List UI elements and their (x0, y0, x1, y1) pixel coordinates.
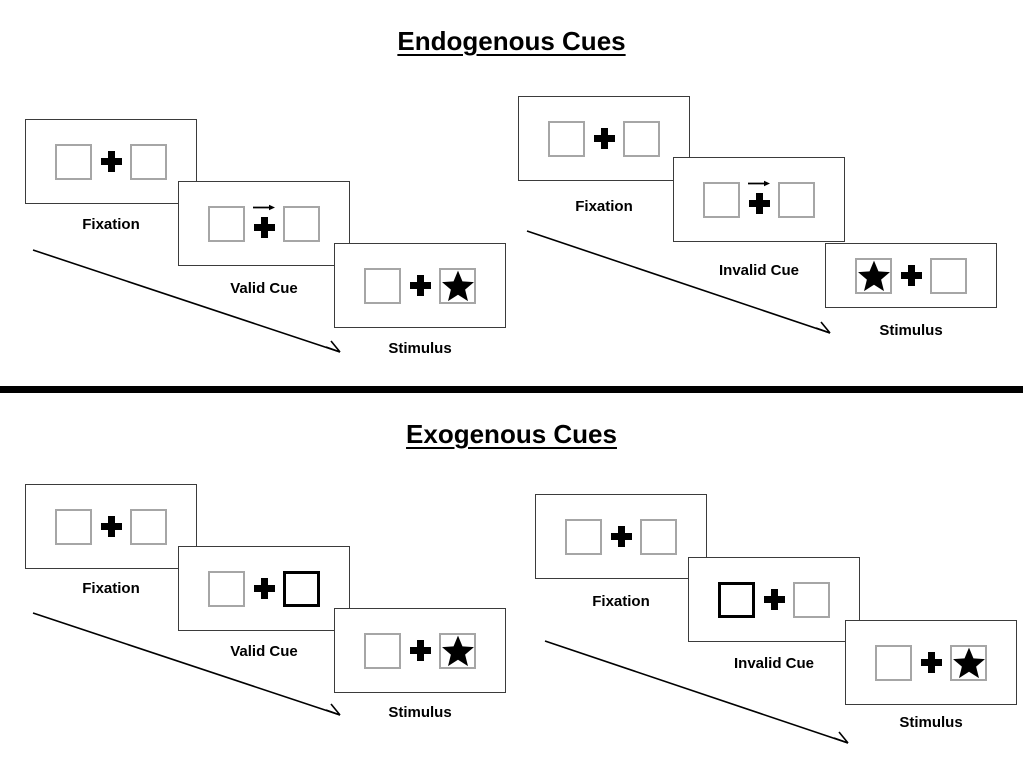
fixation-area (245, 569, 283, 609)
arrow-right-icon (252, 203, 276, 212)
caption-endogenous-invalid-fixation: Fixation (575, 198, 633, 215)
placeholder-box-left (875, 644, 912, 681)
placeholder-box-left (565, 518, 602, 555)
trial-frame-exogenous-invalid-fixation[interactable] (535, 494, 707, 579)
trial-frame-exogenous-valid-stimulus[interactable] (334, 608, 506, 693)
caption-endogenous-invalid-cue: Invalid Cue (718, 262, 800, 279)
placeholder-box-left (364, 267, 401, 304)
fixation-area (755, 580, 793, 620)
caption-exogenous-valid-cue: Valid Cue (230, 643, 298, 660)
fixation-area (245, 204, 283, 244)
trial-frame-exogenous-invalid-stimulus[interactable] (845, 620, 1017, 705)
placeholder-box-left (208, 205, 245, 242)
trial-frame-exogenous-valid-cue[interactable] (178, 546, 350, 631)
arrow-right-icon (747, 179, 771, 188)
placeholder-box-left (364, 632, 401, 669)
trial-frame-endogenous-invalid-cue[interactable] (673, 157, 845, 242)
frame-content (703, 180, 815, 220)
placeholder-box-right (439, 632, 476, 669)
placeholder-box-right (439, 267, 476, 304)
frame-content (208, 204, 320, 244)
placeholder-box-left (548, 120, 585, 157)
placeholder-box-left (55, 508, 92, 545)
plus-cross-icon (610, 526, 632, 547)
fixation-area (401, 631, 439, 671)
star-icon (441, 634, 475, 668)
caption-exogenous-invalid-cue: Invalid Cue (733, 655, 815, 672)
frame-content (718, 580, 830, 620)
cued-box-left (718, 581, 755, 618)
caption-exogenous-valid-stimulus: Stimulus (388, 704, 452, 721)
plus-cross-icon (409, 640, 431, 661)
trial-frame-exogenous-valid-fixation[interactable] (25, 484, 197, 569)
frame-content (855, 256, 967, 296)
placeholder-box-right (130, 508, 167, 545)
frame-content (548, 119, 660, 159)
trial-frame-endogenous-valid-cue[interactable] (178, 181, 350, 266)
trial-frame-exogenous-invalid-cue[interactable] (688, 557, 860, 642)
plus-cross-icon (920, 652, 942, 673)
placeholder-box-left (208, 570, 245, 607)
star-icon (952, 646, 986, 680)
caption-endogenous-valid-stimulus: Stimulus (388, 340, 452, 357)
star-icon (441, 269, 475, 303)
placeholder-box-right (623, 120, 660, 157)
plus-cross-icon (748, 193, 770, 214)
frame-content (364, 266, 476, 306)
frame-content (55, 507, 167, 547)
caption-endogenous-valid-cue: Valid Cue (230, 280, 298, 297)
plus-cross-icon (593, 128, 615, 149)
fixation-area (92, 142, 130, 182)
frame-content (875, 643, 987, 683)
star-icon (857, 259, 891, 293)
frame-content (565, 517, 677, 557)
caption-exogenous-valid-fixation: Fixation (82, 580, 140, 597)
fixation-area (892, 256, 930, 296)
plus-cross-icon (100, 151, 122, 172)
trial-frame-endogenous-invalid-stimulus[interactable] (825, 243, 997, 308)
frame-content (364, 631, 476, 671)
fixation-area (912, 643, 950, 683)
caption-exogenous-invalid-stimulus: Stimulus (899, 714, 963, 731)
placeholder-box-right (930, 257, 967, 294)
plus-cross-icon (900, 265, 922, 286)
fixation-area (602, 517, 640, 557)
cued-box-right (283, 570, 320, 607)
fixation-area (585, 119, 623, 159)
trial-frame-endogenous-invalid-fixation[interactable] (518, 96, 690, 181)
placeholder-box-right (130, 143, 167, 180)
fixation-area (740, 180, 778, 220)
plus-cross-icon (253, 217, 275, 238)
section-divider (0, 386, 1023, 393)
frame-content (55, 142, 167, 182)
fixation-area (401, 266, 439, 306)
trial-frame-endogenous-valid-stimulus[interactable] (334, 243, 506, 328)
placeholder-box-left (855, 257, 892, 294)
caption-endogenous-invalid-stimulus: Stimulus (879, 322, 943, 339)
placeholder-box-right (640, 518, 677, 555)
plus-cross-icon (253, 578, 275, 599)
plus-cross-icon (409, 275, 431, 296)
plus-cross-icon (763, 589, 785, 610)
placeholder-box-left (703, 181, 740, 218)
section-title-exogenous: Exogenous Cues (406, 419, 617, 449)
placeholder-box-right (778, 181, 815, 218)
section-title-endogenous: Endogenous Cues (397, 26, 626, 56)
placeholder-box-right (283, 205, 320, 242)
plus-cross-icon (100, 516, 122, 537)
placeholder-box-left (55, 143, 92, 180)
frame-content (208, 569, 320, 609)
placeholder-box-right (950, 644, 987, 681)
fixation-area (92, 507, 130, 547)
caption-endogenous-valid-fixation: Fixation (82, 216, 140, 233)
placeholder-box-right (793, 581, 830, 618)
trial-frame-endogenous-valid-fixation[interactable] (25, 119, 197, 204)
caption-exogenous-invalid-fixation: Fixation (592, 593, 650, 610)
